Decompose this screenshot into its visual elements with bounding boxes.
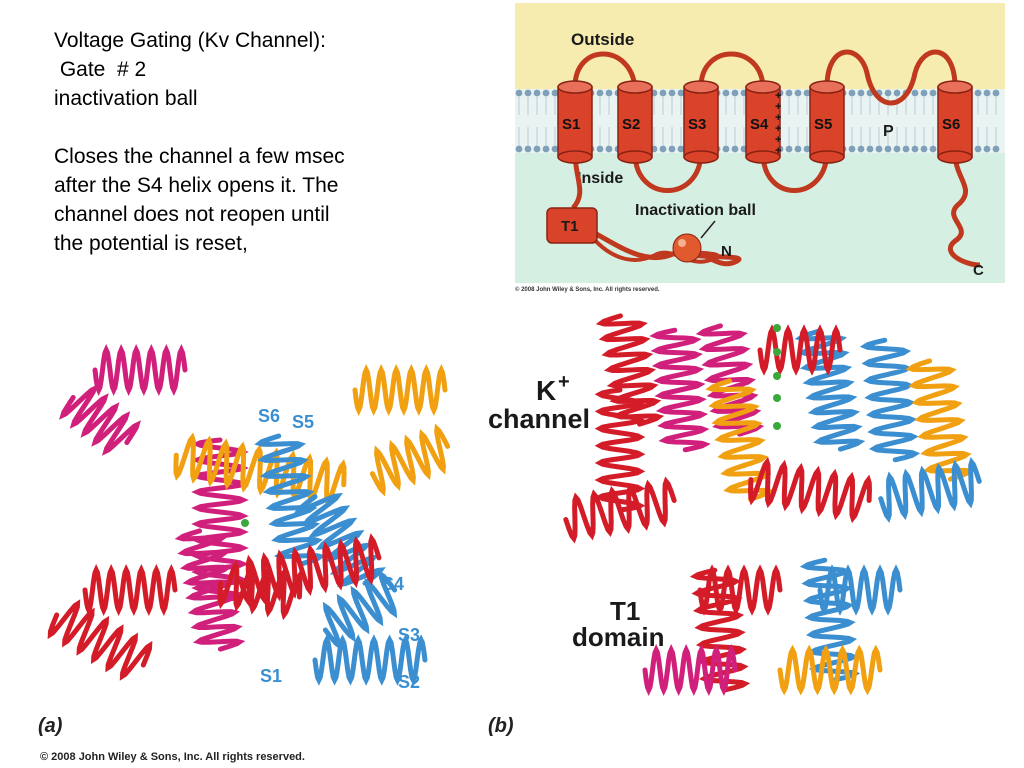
ribbon-helix	[563, 476, 677, 544]
t1-box-label: T1	[561, 218, 579, 235]
helix-label-s4: S4	[750, 116, 769, 133]
k-plus-label: +	[558, 371, 570, 393]
inactivation-ball-label: Inactivation ball	[635, 202, 756, 219]
footer-copyright: © 2008 John Wiley & Sons, Inc. All right…	[40, 751, 305, 763]
title-text: Voltage Gating (Kv Channel):	[54, 29, 326, 52]
ribbon-helix	[322, 569, 398, 651]
ribbon-helix	[859, 337, 921, 463]
outside-label: Outside	[571, 30, 634, 49]
helix-label-s2: S2	[622, 116, 640, 133]
description-text: Voltage Gating (Kv Channel): Gate # 2 in…	[54, 26, 474, 258]
subtitle-text: inactivation ball	[54, 87, 198, 110]
label-s3: S3	[398, 625, 420, 645]
channel-side-view	[563, 313, 982, 696]
s4-charge: +	[775, 145, 781, 157]
ion-column	[773, 324, 781, 430]
ribbon-helix	[82, 564, 178, 616]
pore-label: P	[883, 123, 894, 140]
ribbon-helix	[92, 344, 188, 396]
gate-text: Gate # 2	[54, 58, 147, 81]
ribbon-helix	[705, 378, 775, 502]
helix-s3: S3	[683, 80, 719, 164]
s4-charge: +	[775, 134, 781, 146]
s4-charge: +	[775, 112, 781, 124]
ribbon-helix	[217, 559, 303, 621]
ribbon-helix	[748, 456, 872, 524]
ribbon-helix	[369, 423, 451, 497]
ribbon-helix	[642, 644, 738, 696]
ball-pointer	[700, 220, 716, 239]
ribbon-helix	[352, 364, 448, 416]
ribbon-helix	[757, 324, 843, 376]
t1-box	[546, 207, 598, 244]
helix-s4: S4	[745, 80, 781, 164]
s4-charges: ++++++	[775, 90, 781, 157]
domain-label: domain	[572, 622, 664, 652]
panel-a-label: (a)	[38, 715, 63, 737]
s4-charge: +	[775, 123, 781, 135]
label-s1: S1	[260, 666, 282, 686]
c-terminus-label: C	[973, 262, 984, 279]
ribbon-helix	[47, 599, 153, 681]
ball-highlight	[678, 239, 686, 247]
ion-dot	[241, 519, 249, 527]
s4-charge: +	[775, 90, 781, 102]
body-line-2: after the S4 helix opens it. The	[54, 174, 339, 197]
label-s2: S2	[398, 672, 420, 692]
body-line-3: channel does not reopen until	[54, 203, 330, 226]
helix-label-s6: S6	[942, 116, 960, 133]
panel-b-label: (b)	[488, 715, 514, 737]
ribbon-helix	[312, 634, 428, 686]
helix-s1: S1	[557, 80, 593, 164]
label-s6: S6	[258, 406, 280, 426]
ribbon-helix	[799, 557, 861, 683]
tetramer-top-view	[47, 344, 451, 686]
body-line-1: Closes the channel a few msec	[54, 145, 345, 168]
helix-s5: S5	[809, 80, 845, 164]
body-line-4: the potential is reset,	[54, 232, 248, 255]
inactivation-ball	[672, 233, 702, 263]
helix-label-s1: S1	[562, 116, 580, 133]
helix-label-s5: S5	[814, 116, 832, 133]
panel-a-structure: S6 S5 S4 S3 S1 S2 (a)	[38, 344, 451, 737]
panel-b-structure: K + channel T1 domain (b)	[488, 313, 982, 737]
ribbon-helix	[254, 433, 326, 567]
ribbon-helix	[595, 313, 665, 427]
ribbon-helix	[649, 327, 711, 453]
transmembrane-helices: S1 S2 S3 S4 S5 S6	[557, 80, 973, 164]
inside-label: Inside	[577, 170, 623, 187]
ribbon-helix	[878, 457, 982, 523]
ribbon-helix	[697, 564, 783, 616]
helix-s6: S6	[937, 80, 973, 164]
ribbon-helix	[905, 358, 975, 482]
ribbon-helix	[777, 644, 883, 696]
label-s4: S4	[382, 574, 404, 594]
label-s5: S5	[292, 412, 314, 432]
k-label: K	[536, 375, 556, 406]
ribbon-helix	[59, 384, 141, 456]
n-terminus-label: N	[721, 243, 732, 260]
ribbon-helix	[594, 387, 646, 513]
channel-label: channel	[488, 404, 590, 434]
ribbon-helix	[191, 437, 249, 603]
t1-label: T1	[610, 596, 640, 626]
ribbon-helix	[174, 528, 246, 652]
ribbon-helix	[817, 564, 903, 616]
topology-copyright: © 2008 John Wiley & Sons, Inc. All right…	[515, 286, 660, 293]
s4-charge: +	[775, 101, 781, 113]
helix-s2: S2	[617, 80, 653, 164]
helix-label-s3: S3	[688, 116, 706, 133]
